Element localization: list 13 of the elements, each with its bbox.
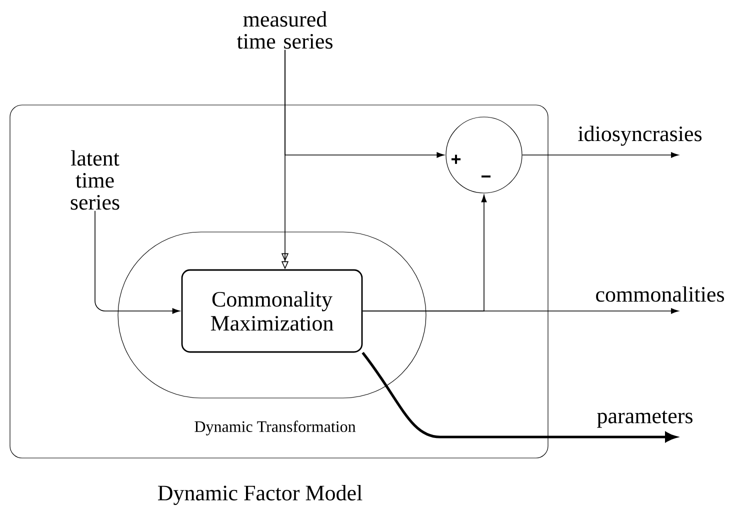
output-label: commonalities	[596, 286, 724, 302]
node-label: Dynamic Factor Model	[158, 484, 362, 505]
process-box: Commonality Maximization	[181, 269, 363, 353]
arrow	[284, 50, 444, 158]
output-label: idiosyncrasies	[578, 126, 702, 146]
output-label: parameters	[597, 410, 692, 428]
node-label: Dynamic Transformation	[194, 420, 356, 436]
arrow	[94, 210, 180, 314]
input-label: latent time series	[70, 150, 120, 210]
arrow	[522, 152, 679, 158]
summing-junction: + −	[446, 116, 522, 194]
input-label: measured time series	[236, 11, 332, 49]
arrow	[362, 194, 487, 312]
